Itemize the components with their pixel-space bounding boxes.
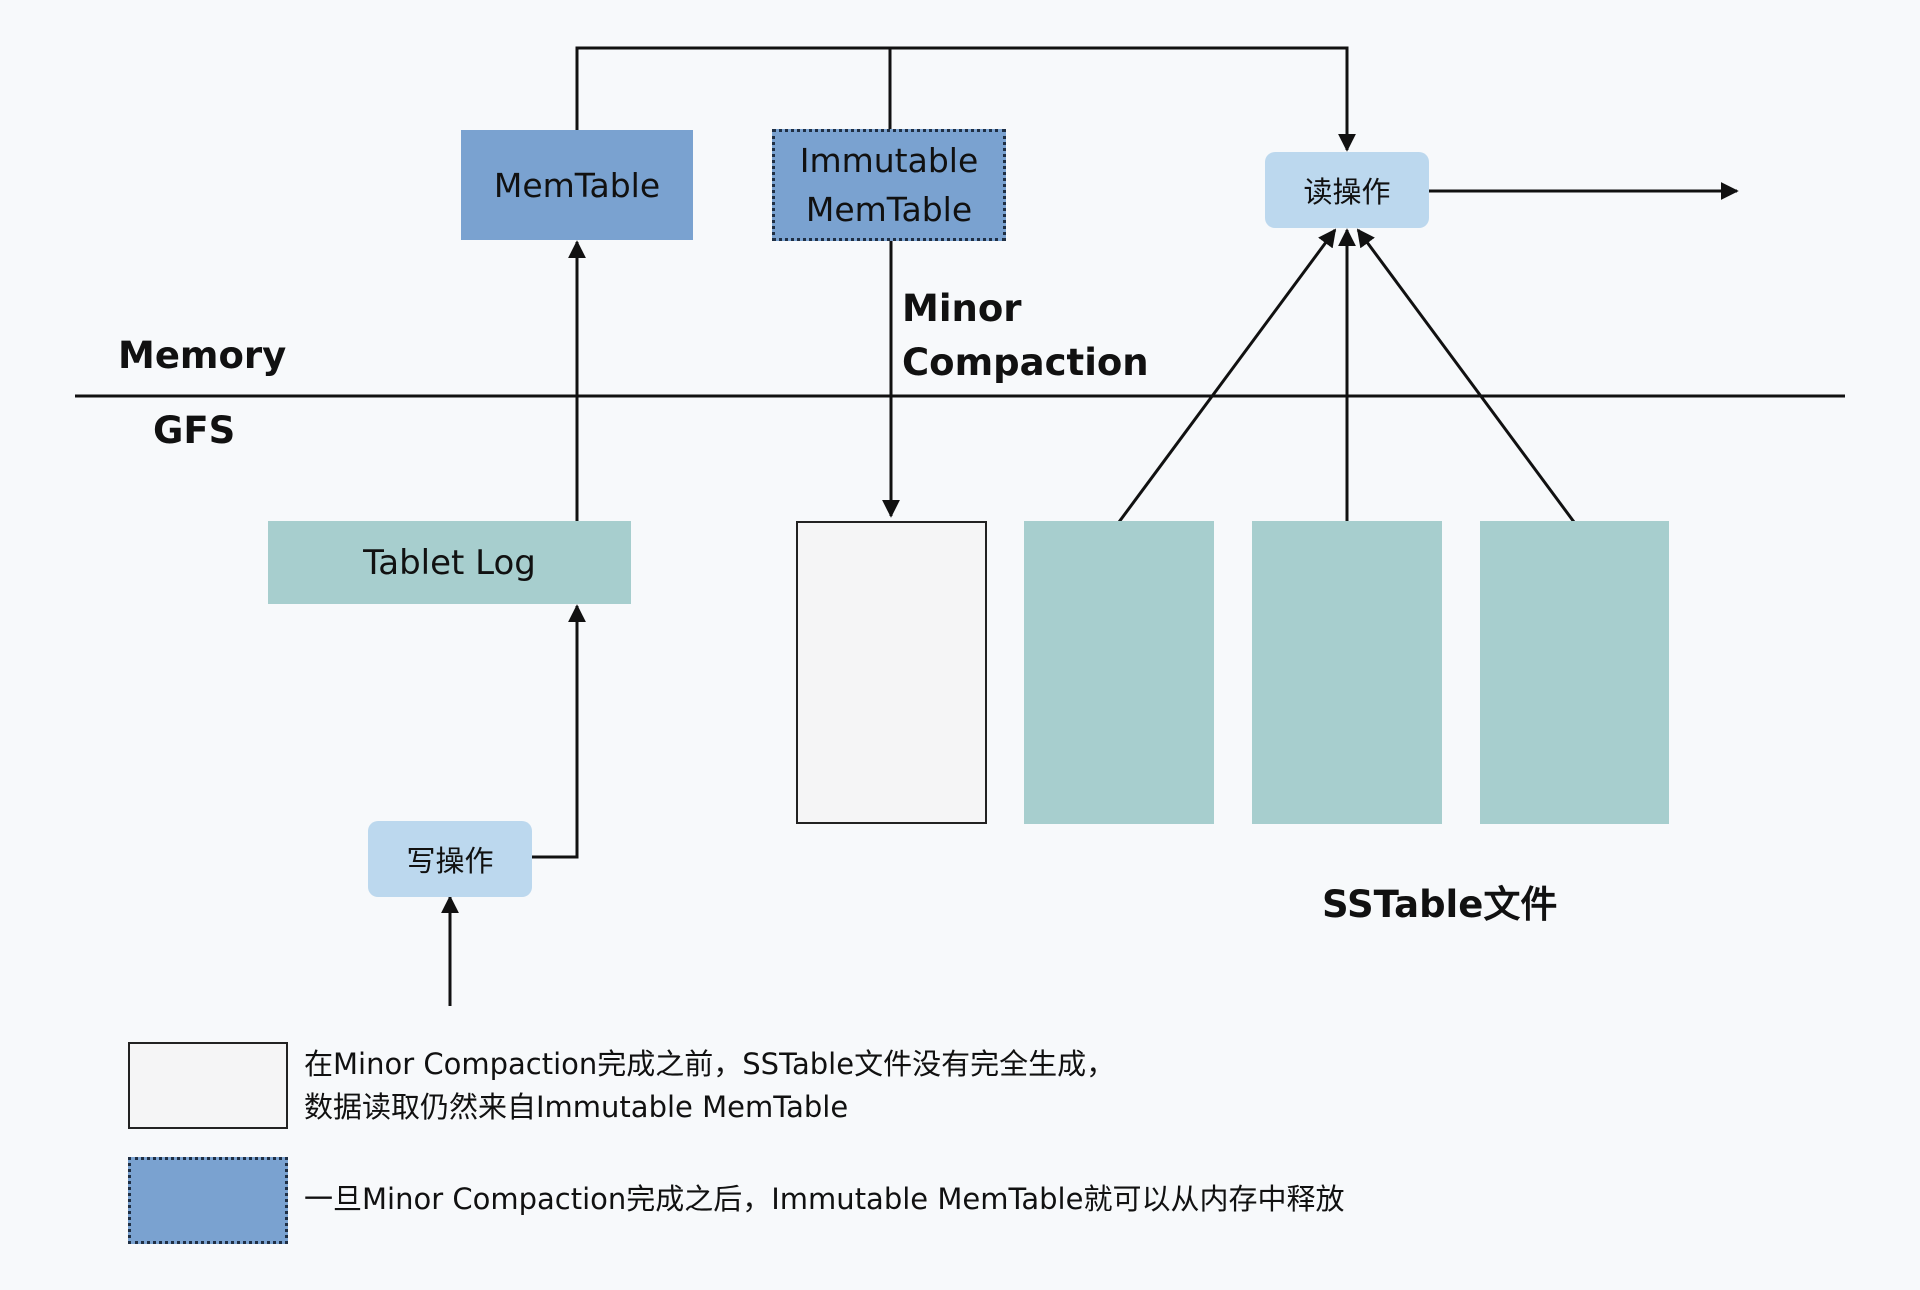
legend-new-file-line2: 数据读取仍然来自Immutable MemTable <box>304 1090 849 1124</box>
write-op-label: 写操作 <box>406 844 494 878</box>
minor-label-line2: Compaction <box>902 341 1149 384</box>
memory-label: Memory <box>118 334 287 377</box>
legend-new-file-line1: 在Minor Compaction完成之前，SSTable文件没有完全生成， <box>304 1047 1116 1081</box>
memtable-label: MemTable <box>493 165 661 205</box>
sstable-label: SSTable文件 <box>1322 883 1558 926</box>
legend-new-file-swatch <box>128 1042 288 1129</box>
memtable-box: MemTable <box>461 130 693 240</box>
tablet-log-label: Tablet Log <box>363 542 536 583</box>
sstable-file <box>1024 521 1214 824</box>
legend-immutable-text: 一旦Minor Compaction完成之后，Immutable MemTabl… <box>304 1182 1345 1216</box>
write-to-log-arrow <box>531 604 586 859</box>
sstable-file <box>1480 521 1669 824</box>
sstable1-to-read-arrow <box>1117 228 1337 523</box>
new-sstable-file <box>796 521 987 824</box>
sstable3-to-read-arrow <box>1356 228 1576 523</box>
memtable-to-read-connector <box>575 46 1356 152</box>
minor-compaction-label: Minor Compaction <box>902 282 1149 390</box>
minor-label-line1: Minor <box>902 287 1022 330</box>
tablet-log-box: Tablet Log <box>268 521 631 604</box>
immutable-memtable-box: Immutable MemTable <box>772 129 1006 241</box>
read-op-box: 读操作 <box>1265 152 1429 228</box>
legend-immutable-swatch <box>128 1157 288 1244</box>
immutable-label-line1: Immutable <box>799 141 979 180</box>
read-op-label: 读操作 <box>1303 175 1391 209</box>
sstable-file <box>1252 521 1442 824</box>
gfs-label: GFS <box>153 409 236 452</box>
immutable-label-line2: MemTable <box>805 190 973 229</box>
legend-new-file-text: 在Minor Compaction完成之前，SSTable文件没有完全生成， 数… <box>304 1043 1115 1129</box>
write-op-box: 写操作 <box>368 821 532 897</box>
